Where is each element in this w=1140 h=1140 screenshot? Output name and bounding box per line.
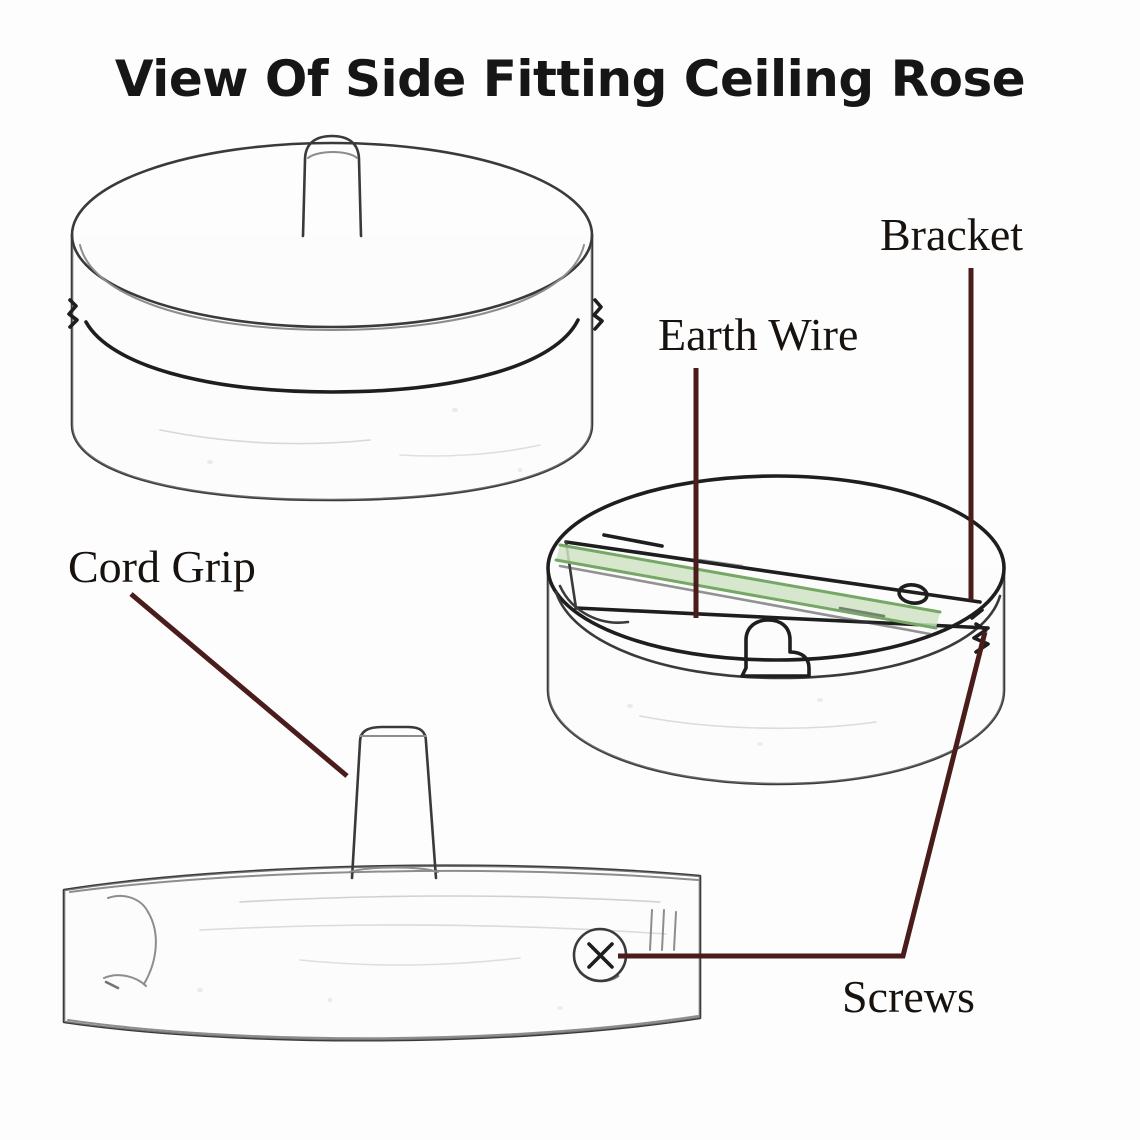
cover-inner-rim <box>84 318 580 394</box>
base-terminal-mark-left <box>602 533 664 548</box>
side-fixing-screw-slot-b <box>587 942 614 969</box>
earth-wire-upper-edge <box>558 543 942 614</box>
base-texture-1 <box>639 715 877 730</box>
side-body-top-edge <box>69 869 699 893</box>
base-terminal-block <box>740 618 811 678</box>
cover-left-catch <box>67 298 79 329</box>
side-left-clip-lower <box>103 974 147 987</box>
callout-label-bracket: Bracket <box>880 209 1023 260</box>
side-body-outline <box>62 864 702 1042</box>
base-top-rim <box>546 474 1006 662</box>
side-cord-grip-spout-base <box>349 866 439 873</box>
leader-line-screws <box>618 631 988 959</box>
cover-speck-3 <box>517 468 523 472</box>
base-left-inner-cutout <box>558 584 630 624</box>
side-left-clip-curve <box>143 911 157 985</box>
base-oval-hole <box>897 583 929 605</box>
side-cord-grip-spout <box>350 725 438 880</box>
earth-wire-shadow <box>558 564 932 636</box>
base-speck-1 <box>627 704 633 708</box>
side-left-clip-dot <box>104 980 120 990</box>
side-body-seam <box>239 895 661 903</box>
base-speck-2 <box>817 698 823 702</box>
cover-body-shade <box>72 235 592 500</box>
side-texture-1 <box>299 957 521 966</box>
side-right-hatch-3 <box>673 911 677 951</box>
cover-cord-grip-spout <box>301 134 363 238</box>
cover-texture-1 <box>159 429 371 445</box>
cover-speck-1 <box>207 460 213 464</box>
cover-top-rim <box>70 141 594 329</box>
side-right-hatch-2 <box>661 909 665 951</box>
base-inner-floor <box>554 590 1002 680</box>
base-edge-screw-head <box>970 608 984 620</box>
side-fixing-screw-shade <box>578 970 620 983</box>
side-body-shade <box>64 865 700 1041</box>
base-speck-3 <box>757 742 763 746</box>
callout-label-earth-wire: Earth Wire <box>658 309 858 360</box>
side-body-bottom-edge <box>67 1015 699 1040</box>
leader-line-cord-grip <box>129 592 349 778</box>
earth-wire-lower-edge <box>554 558 938 630</box>
figure-ceiling-rose-base <box>546 474 1006 786</box>
cover-right-catch <box>592 298 604 331</box>
side-right-hatch-1 <box>649 909 653 951</box>
side-speck-1 <box>197 988 203 992</box>
figure-ceiling-rose-side-elevation <box>62 725 702 1042</box>
cover-top-rim-inner <box>79 244 585 331</box>
page-title: View Of Side Fitting Ceiling Rose <box>115 50 1025 108</box>
base-bracket-plate-top <box>564 540 982 604</box>
callout-label-screws: Screws <box>842 971 975 1022</box>
callout-label-cord-grip: Cord Grip <box>68 541 256 592</box>
base-terminal-mark-right <box>838 606 886 618</box>
side-speck-2 <box>327 998 333 1002</box>
base-edge-screw <box>972 622 990 654</box>
base-terminal-mark-center <box>698 558 744 568</box>
base-body-wall <box>546 566 1006 786</box>
earth-wire-body <box>556 545 940 628</box>
cover-texture-2 <box>399 444 541 457</box>
figure-ceiling-rose-cover <box>67 134 604 502</box>
cover-speck-2 <box>452 408 458 412</box>
cover-cord-grip-spout-top <box>307 151 358 159</box>
cover-body-wall <box>70 233 594 502</box>
side-left-clip-upper <box>107 894 149 913</box>
side-speck-3 <box>557 1006 563 1010</box>
